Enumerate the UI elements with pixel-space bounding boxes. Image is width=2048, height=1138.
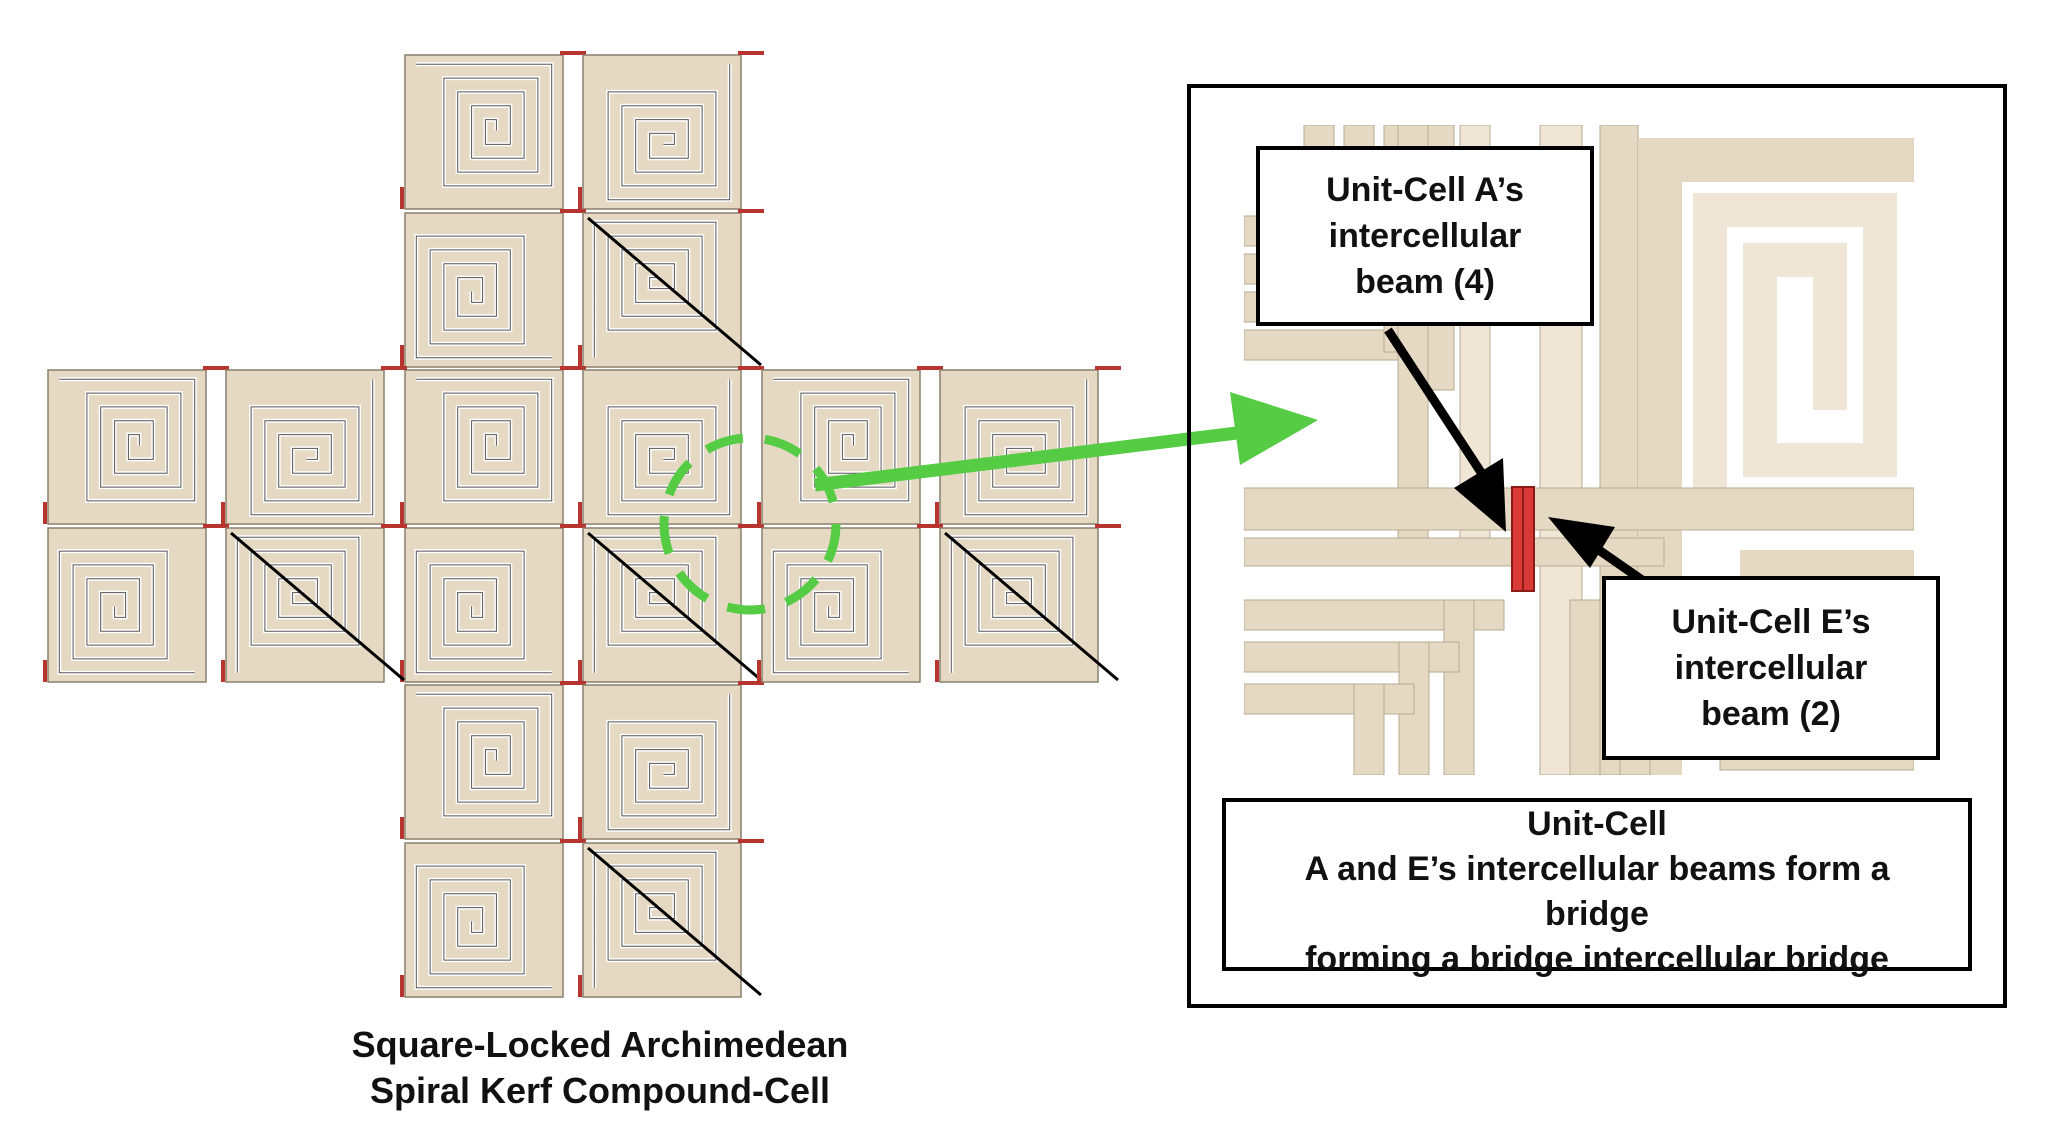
diagonal-line <box>587 846 762 997</box>
beam-marker <box>43 502 47 524</box>
figure-caption: Square-Locked Archimedean Spiral Kerf Co… <box>250 1022 950 1114</box>
beam-marker <box>1095 524 1121 528</box>
zoom-band <box>1443 599 1475 775</box>
beam-marker <box>935 660 939 682</box>
beam-marker <box>221 660 225 682</box>
bridge-note-line2: A and E’s intercellular beams form a <box>1304 850 1890 888</box>
beam-marker <box>381 524 407 528</box>
unit-cell-e-line3: beam (2) <box>1701 695 1841 733</box>
kerf-cut-line <box>236 536 360 673</box>
kerf-cut-line <box>250 379 374 516</box>
kerf-cut-line <box>593 851 717 988</box>
beam-marker <box>917 366 943 370</box>
zoom-frame <box>1187 84 2007 1008</box>
callout-e-arrow-shaft <box>1593 544 1645 584</box>
kerf-cut-line <box>607 379 731 516</box>
callout-e-arrow-head <box>1548 517 1615 568</box>
annotation-overlay <box>659 327 1645 615</box>
unit-cell-e-callout: Unit-Cell E’s intercellular beam (2) <box>1602 576 1940 760</box>
beam-marker <box>560 681 586 685</box>
beam-marker <box>578 660 582 682</box>
beam-marker <box>578 187 582 209</box>
beam-marker <box>400 817 404 839</box>
zoom-band <box>1353 683 1385 775</box>
beam-marker <box>738 839 764 843</box>
bridge-note-line3: bridge <box>1545 895 1649 933</box>
beam-marker <box>560 524 586 528</box>
beam-marker <box>578 975 582 997</box>
diagonal-line <box>944 531 1119 682</box>
beam-marker <box>560 839 586 843</box>
beam-marker <box>757 502 761 524</box>
bridge-note-line4: forming a bridge intercellular bridge <box>1305 940 1889 978</box>
kerf-cut-line <box>593 221 717 358</box>
beam-marker <box>560 366 586 370</box>
beam-marker <box>1095 366 1121 370</box>
beam-marker <box>381 366 407 370</box>
beam-marker <box>738 524 764 528</box>
beam-marker <box>400 502 404 524</box>
beam-marker <box>560 209 586 213</box>
beam-marker <box>738 681 764 685</box>
kerf-cut-line <box>416 693 553 817</box>
kerf-cut-line <box>964 379 1088 516</box>
beam-marker <box>738 366 764 370</box>
kerf-cut-line <box>415 865 552 989</box>
zoom-band <box>1244 683 1415 715</box>
zoom-arrow-shaft <box>814 425 1246 492</box>
bridge-note-line1: Unit-Cell <box>1527 805 1667 843</box>
kerf-cut-line <box>415 550 552 674</box>
zoom-band <box>1569 599 1601 775</box>
beam-marker <box>43 660 47 682</box>
beam-marker <box>203 366 229 370</box>
kerf-cut-line <box>772 550 909 674</box>
zoom-arrow-head <box>1230 392 1318 465</box>
unit-cell-a-callout: Unit-Cell A’s intercellular beam (4) <box>1256 146 1594 326</box>
bridge-note-box: Unit-Cell A and E’s intercellular beams … <box>1222 798 1972 978</box>
kerf-cut-line <box>59 378 196 502</box>
unit-cell-a-line3: beam (4) <box>1355 263 1495 301</box>
caption-line-2: Spiral Kerf Compound-Cell <box>369 1070 831 1111</box>
callout-a-arrow-head <box>1454 458 1506 532</box>
zoom-spiral-arm <box>1638 138 1914 775</box>
beam-marker <box>400 187 404 209</box>
kerf-cut-line <box>416 378 553 502</box>
unit-cell-e-line2: intercellular <box>1674 649 1868 687</box>
kerf-cut-line <box>593 536 717 673</box>
diagonal-line <box>587 531 762 682</box>
unit-cell-a-line2: intercellular <box>1328 217 1522 255</box>
beam-marker <box>578 502 582 524</box>
beam-marker <box>400 660 404 682</box>
beam-marker <box>738 209 764 213</box>
beam-marker <box>757 660 761 682</box>
kerf-cut-line <box>58 550 195 674</box>
kerf-cut-line <box>607 64 731 201</box>
kerf-cut-line <box>607 694 731 831</box>
caption-line-1: Square-Locked Archimedean <box>351 1024 849 1065</box>
beam-marker <box>738 51 764 55</box>
unit-cell-a-line1: Unit-Cell A’s <box>1326 171 1524 209</box>
beam-marker <box>221 502 225 524</box>
beam-marker <box>935 502 939 524</box>
compound-cell-grid <box>43 51 1121 998</box>
kerf-cut-line <box>416 63 553 187</box>
kerf-cut-line <box>950 536 1074 673</box>
diagonal-line <box>587 216 762 367</box>
beam-marker <box>560 51 586 55</box>
beam-marker <box>400 975 404 997</box>
highlight-dashed-circle <box>659 433 841 615</box>
diagonal-line <box>230 531 405 682</box>
zoom-spiral-arm <box>1693 193 1897 520</box>
beam-marker <box>203 524 229 528</box>
unit-cell-e-line1: Unit-Cell E’s <box>1671 603 1871 641</box>
beam-marker <box>578 817 582 839</box>
kerf-cut-line <box>773 378 910 502</box>
beam-marker <box>917 524 943 528</box>
beam-marker <box>400 345 404 367</box>
beam-marker <box>578 345 582 367</box>
callout-a-arrow-shaft <box>1384 327 1490 483</box>
kerf-cut-line <box>415 235 552 359</box>
